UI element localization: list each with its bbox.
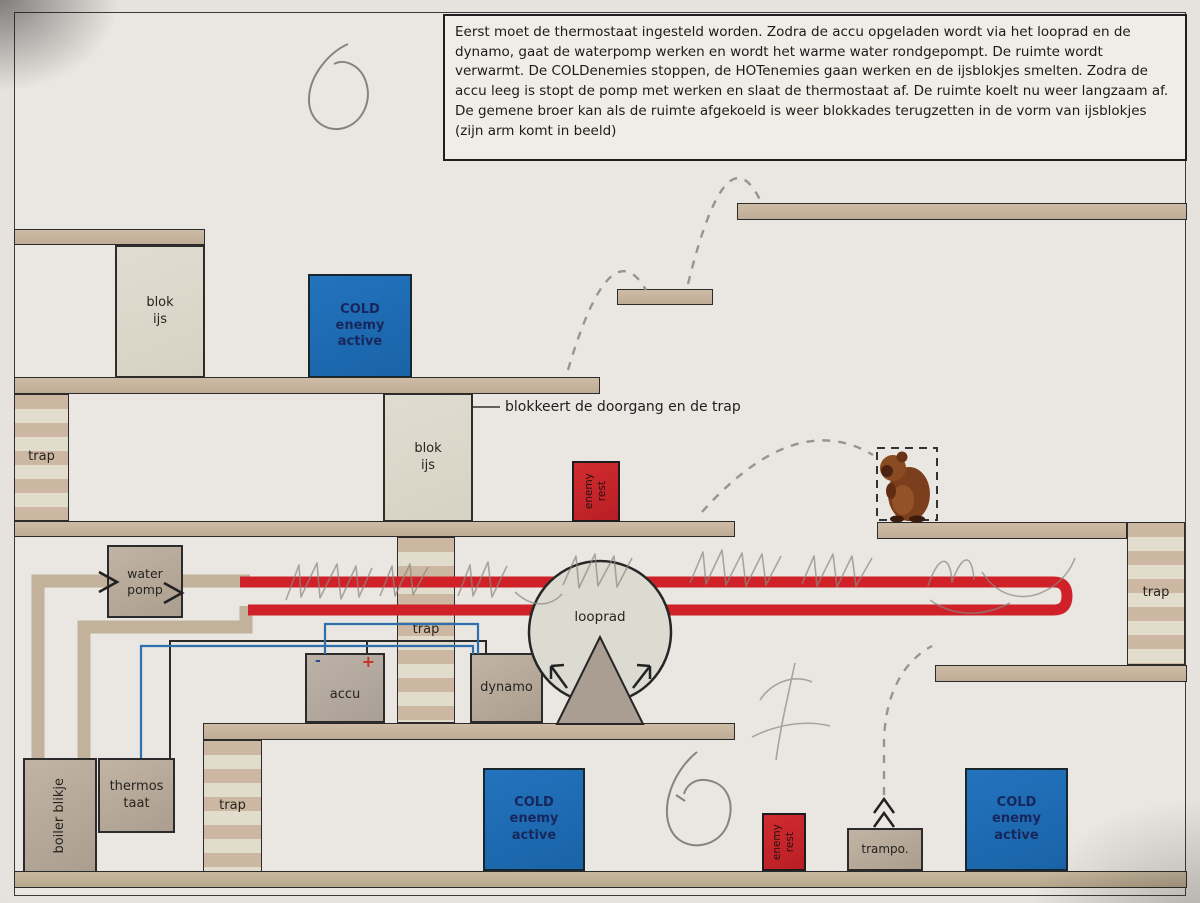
cold-enemy-upper: COLD enemy active bbox=[308, 274, 412, 378]
trap-label: trap bbox=[28, 449, 55, 465]
hot-enemy-resting-lower: enemy rest bbox=[762, 813, 806, 871]
trampoline-label: trampo. bbox=[861, 842, 909, 856]
platform-hamster bbox=[877, 522, 1127, 539]
cold-enemy-label: COLD enemy active bbox=[335, 301, 385, 350]
platform-top-right-long bbox=[737, 203, 1187, 220]
ice-block-upper: blok ijs bbox=[115, 245, 205, 378]
battery-block: - + accu bbox=[305, 652, 385, 723]
ice-block-blocking: blok ijs bbox=[383, 393, 473, 522]
beam-top-left bbox=[14, 229, 205, 245]
boiler-can-block: boiler blikje bbox=[23, 758, 97, 873]
battery-plus-terminal: + bbox=[361, 652, 375, 671]
blockade-annotation: blokkeert de doorgang en de trap bbox=[505, 399, 741, 415]
ground-floor bbox=[14, 871, 1187, 888]
cold-enemy-label: COLD enemy active bbox=[509, 795, 559, 843]
platform-machine-floor bbox=[203, 723, 735, 740]
platform-mid-left bbox=[14, 521, 735, 537]
cold-enemy-lower-left: COLD enemy active bbox=[483, 768, 585, 871]
trampoline-block: trampo. bbox=[847, 828, 923, 871]
platform-floating-small bbox=[617, 289, 713, 305]
battery-minus-terminal: - bbox=[315, 653, 321, 669]
hot-enemy-resting-upper: enemy rest bbox=[572, 461, 620, 522]
boiler-can-label: boiler blikje bbox=[51, 777, 67, 854]
running-wheel-label: looprad bbox=[574, 609, 626, 625]
stairs-trap-center: trap bbox=[397, 537, 455, 723]
dynamo-block: dynamo bbox=[470, 653, 543, 723]
trap-label: trap bbox=[1142, 585, 1170, 601]
enemy-rest-label: enemy rest bbox=[770, 823, 796, 861]
battery-label: accu bbox=[329, 686, 361, 702]
stairs-trap-upper-left: trap bbox=[14, 394, 69, 521]
stairs-trap-lower: trap bbox=[203, 740, 262, 873]
stairs-trap-right: trap bbox=[1127, 522, 1185, 665]
water-pump-label: water pomp bbox=[127, 565, 163, 597]
dynamo-label: dynamo bbox=[480, 679, 533, 695]
trap-label: trap bbox=[219, 798, 246, 814]
trap-label: trap bbox=[412, 621, 440, 637]
platform-upper-left bbox=[14, 377, 600, 394]
description-box: Eerst moet de thermostaat ingesteld word… bbox=[443, 14, 1187, 161]
cold-enemy-label: COLD enemy active bbox=[992, 795, 1041, 843]
ice-block-label: blok ijs bbox=[146, 295, 174, 327]
thermostat-block: thermos taat bbox=[98, 758, 175, 833]
platform-right-lower bbox=[935, 665, 1187, 682]
ice-block-label: blok ijs bbox=[414, 441, 442, 473]
water-pump-block: water pomp bbox=[107, 545, 183, 618]
enemy-rest-label: enemy rest bbox=[582, 473, 608, 510]
description-text: Eerst moet de thermostaat ingesteld word… bbox=[455, 24, 1169, 139]
thermostat-label: thermos taat bbox=[109, 779, 164, 811]
cold-enemy-lower-right: COLD enemy active bbox=[965, 768, 1068, 871]
